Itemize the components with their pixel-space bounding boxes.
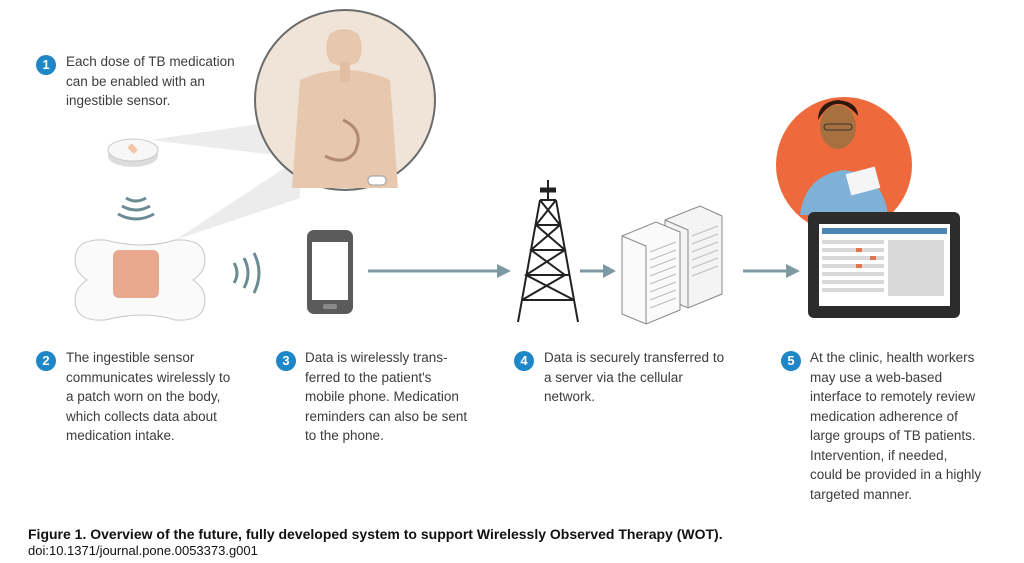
step-5-text: At the clinic, health workers may use a … — [810, 350, 982, 502]
step-1-text: Each dose of TB medication can be enable… — [66, 54, 235, 108]
beam-to-patch — [175, 158, 300, 240]
tablet-icon — [808, 212, 960, 318]
step-3-text: Data is wirelessly trans- ferred to the … — [305, 350, 468, 443]
server-icon — [621, 205, 723, 325]
wireless-waves-down-icon — [117, 196, 155, 221]
step-5-number: 5 — [781, 351, 801, 371]
health-worker-icon — [776, 97, 912, 233]
mobile-phone-icon — [307, 230, 353, 314]
figure-doi: doi:10.1371/journal.pone.0053373.g001 — [28, 543, 258, 558]
ingestible-sensor-pill-icon — [107, 138, 159, 167]
body-patch-icon — [74, 239, 206, 321]
patient-body-icon — [254, 9, 436, 191]
step-4-number: 4 — [514, 351, 534, 371]
step-2-number: 2 — [36, 351, 56, 371]
arrow-tower-to-server — [580, 264, 616, 278]
cell-tower-icon — [517, 180, 579, 323]
step-2-text: The ingestible sensor communicates wirel… — [66, 350, 231, 443]
step-4-text: Data is securely transferred to a server… — [544, 350, 725, 404]
figure-caption: Figure 1. Overview of the future, fully … — [28, 526, 723, 542]
wireless-waves-right-icon — [232, 252, 261, 294]
arrow-phone-to-tower — [368, 264, 511, 278]
step-1-number: 1 — [36, 55, 56, 75]
arrow-server-to-tablet — [743, 264, 800, 278]
step-3-number: 3 — [276, 351, 296, 371]
